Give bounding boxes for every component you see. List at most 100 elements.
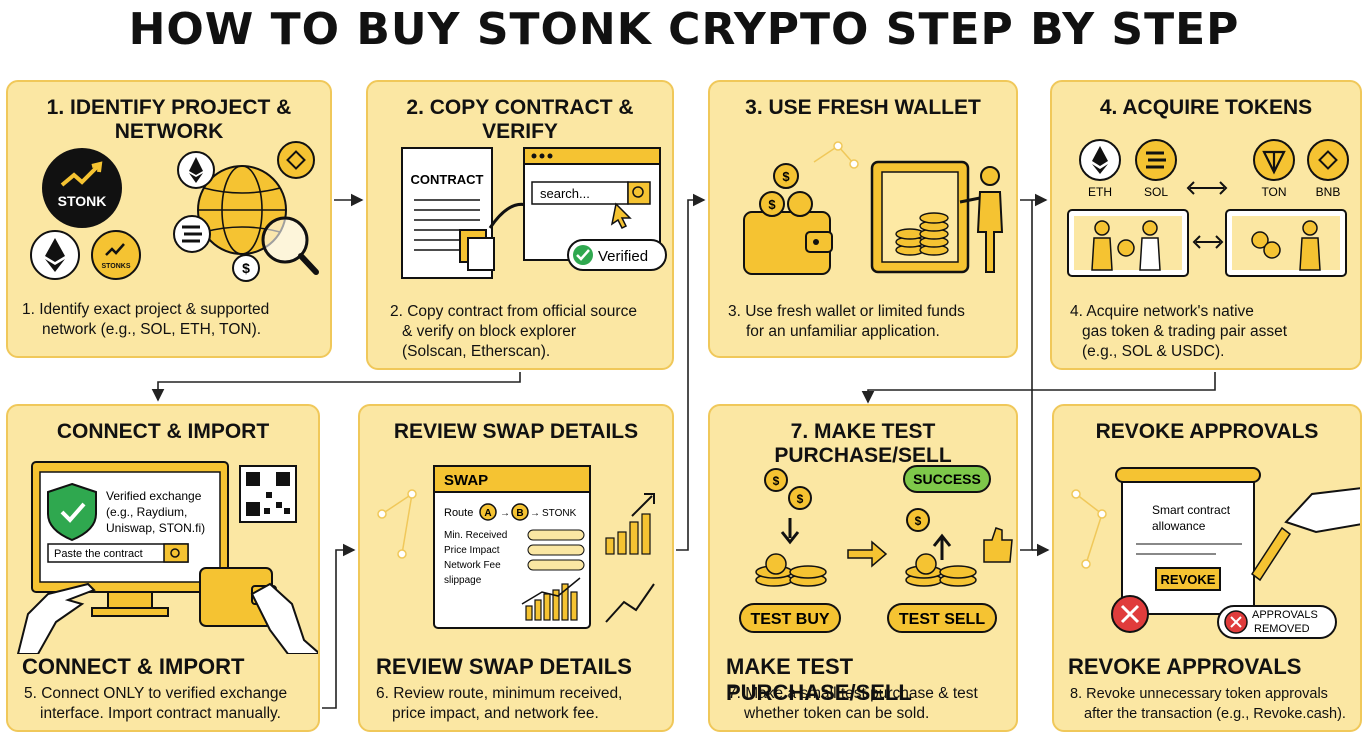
svg-text:APPROVALS: APPROVALS bbox=[1252, 609, 1318, 621]
step-7-card: 7. MAKE TEST PURCHASE/SELL $ $ SUCCESS $ bbox=[708, 404, 1018, 732]
sell-coins-icon: $ bbox=[905, 508, 977, 587]
svg-text:Paste the contract: Paste the contract bbox=[54, 548, 143, 560]
eth-token-icon: ETH bbox=[1079, 139, 1121, 199]
step-8-illustration: Smart contract allowance REVOKE APPROVAL… bbox=[1071, 467, 1360, 639]
right-arrow-icon bbox=[847, 540, 888, 568]
step-5-card: CONNECT & IMPORT Verified exchange (e.g.… bbox=[6, 404, 320, 732]
safe-icon bbox=[870, 160, 970, 274]
test-buy-button: TEST BUY bbox=[739, 603, 841, 633]
allowance-scroll-icon: Smart contract allowance bbox=[1115, 467, 1261, 615]
svg-text:BNB: BNB bbox=[1316, 185, 1341, 199]
sol-token-icon: SOL bbox=[1135, 139, 1177, 199]
svg-text:slippage: slippage bbox=[444, 575, 482, 586]
step-1-heading: 1. IDENTIFY PROJECT & NETWORK bbox=[46, 96, 292, 143]
step-4-illustration: ETH SOL TON BNB bbox=[1067, 139, 1349, 277]
bnb-icon bbox=[277, 141, 315, 179]
copy-icon bbox=[459, 229, 495, 271]
svg-text:Verified: Verified bbox=[598, 248, 648, 265]
step-3-heading: 3. USE FRESH WALLET bbox=[745, 96, 981, 119]
exchange-screen-left bbox=[1067, 209, 1189, 277]
arrow-2-5 bbox=[151, 372, 521, 402]
step-4-heading: 4. ACQUIRE TOKENS bbox=[1099, 96, 1313, 119]
svg-text:Uniswap, STON.fi): Uniswap, STON.fi) bbox=[106, 521, 205, 535]
network-decoration bbox=[1071, 489, 1107, 569]
svg-text:Verified exchange: Verified exchange bbox=[106, 489, 202, 503]
block-explorer-window: search... bbox=[523, 147, 661, 261]
svg-text:STONK: STONK bbox=[58, 193, 107, 209]
arrow-4-7 bbox=[861, 372, 1216, 404]
network-decoration bbox=[377, 489, 417, 559]
step-3-illustration: $ $ bbox=[743, 141, 1004, 275]
svg-text:A: A bbox=[484, 508, 491, 519]
mini-bar-chart-icon bbox=[525, 583, 578, 621]
step-3-description: 3. Use fresh wallet or limited funds for… bbox=[728, 303, 965, 340]
arrow-6-3 bbox=[676, 193, 706, 551]
network-decoration bbox=[813, 141, 859, 169]
step-5-heading: CONNECT & IMPORT bbox=[56, 420, 270, 443]
qr-code-icon bbox=[239, 465, 297, 523]
step-7-heading: 7. MAKE TEST PURCHASE/SELL bbox=[774, 420, 952, 467]
pen-hand-icon bbox=[1250, 487, 1360, 582]
success-bubble: SUCCESS bbox=[903, 465, 991, 493]
step-6-footer: REVIEW SWAP DETAILS bbox=[376, 654, 632, 679]
svg-text:SWAP: SWAP bbox=[444, 472, 488, 489]
step-1-card: 1. IDENTIFY PROJECT & NETWORK STONK STON… bbox=[6, 80, 332, 358]
step-5-description: 5. Connect ONLY to verified exchange int… bbox=[24, 685, 288, 722]
svg-text:TON: TON bbox=[1261, 185, 1286, 199]
svg-text:REVOKE: REVOKE bbox=[1161, 572, 1216, 587]
svg-text:$: $ bbox=[242, 260, 250, 276]
hand-icon-right bbox=[250, 582, 318, 654]
step-6-illustration: SWAP Route A → B → STONK Min. Received P… bbox=[377, 465, 658, 629]
trade-arrows-icon bbox=[1192, 235, 1224, 249]
page-title: HOW TO BUY STONK CRYPTO STEP BY STEP bbox=[128, 4, 1240, 55]
dollar-coin-icon: $ bbox=[232, 254, 260, 282]
verified-badge: Verified bbox=[567, 239, 667, 271]
svg-text:B: B bbox=[516, 508, 523, 519]
step-6-description: 6. Review route, minimum received, price… bbox=[376, 685, 623, 722]
cursor-icon bbox=[610, 202, 632, 230]
stonk-logo-icon: STONK bbox=[42, 148, 122, 228]
search-icon bbox=[163, 543, 189, 563]
svg-text:Smart contract: Smart contract bbox=[1152, 503, 1231, 517]
svg-text:$: $ bbox=[915, 514, 922, 528]
svg-text:TEST BUY: TEST BUY bbox=[750, 611, 829, 628]
step-7-footer: MAKE TEST PURCHASE/SELL bbox=[726, 654, 912, 705]
ethereum-small-icon bbox=[177, 151, 215, 189]
step-7-description: 7. Make a small test purchase & test whe… bbox=[728, 685, 978, 722]
step-2-illustration: CONTRACT search... Verified bbox=[401, 147, 667, 279]
swap-arrows-icon bbox=[1186, 181, 1228, 195]
person-icon bbox=[959, 166, 1004, 273]
svg-text:$: $ bbox=[773, 474, 780, 488]
step-8-footer: REVOKE APPROVALS bbox=[1068, 654, 1302, 679]
svg-text:→: → bbox=[500, 508, 510, 519]
wallet-icon: $ $ bbox=[743, 163, 833, 275]
svg-text:$: $ bbox=[782, 169, 790, 184]
buy-coins-icon: $ $ bbox=[755, 468, 827, 587]
step-4-card: 4. ACQUIRE TOKENS ETH SOL TON BNB bbox=[1050, 80, 1362, 370]
svg-text:$: $ bbox=[768, 197, 776, 212]
svg-text:REMOVED: REMOVED bbox=[1254, 623, 1310, 635]
exchange-screen-right bbox=[1225, 209, 1347, 277]
svg-text:allowance: allowance bbox=[1152, 519, 1206, 533]
svg-text:Min. Received: Min. Received bbox=[444, 530, 507, 541]
svg-text:Network Fee: Network Fee bbox=[444, 560, 501, 571]
magnifier-icon bbox=[261, 216, 319, 275]
svg-text:STONK: STONK bbox=[542, 508, 577, 519]
svg-text:ETH: ETH bbox=[1088, 185, 1112, 199]
shield-icon bbox=[47, 482, 97, 542]
svg-text:Price Impact: Price Impact bbox=[444, 545, 500, 556]
stonks-badge-icon: STONKS bbox=[91, 230, 141, 280]
svg-text:CONTRACT: CONTRACT bbox=[411, 172, 484, 187]
svg-text:Route: Route bbox=[444, 507, 473, 519]
step-4-description: 4. Acquire network's native gas token & … bbox=[1070, 303, 1288, 360]
step-8-card: REVOKE APPROVALS Smart contract allowanc… bbox=[1052, 404, 1362, 732]
growth-chart-icon bbox=[602, 493, 658, 624]
paste-contract-input: Paste the contract bbox=[47, 543, 189, 563]
svg-text:$: $ bbox=[797, 492, 804, 506]
thumbs-up-icon bbox=[983, 527, 1013, 563]
swap-panel: SWAP Route A → B → STONK Min. Received P… bbox=[433, 465, 591, 629]
revoke-button: REVOKE bbox=[1155, 567, 1221, 591]
step-1-description: 1. Identify exact project & supported ne… bbox=[22, 301, 270, 338]
arrow-5-6 bbox=[322, 543, 356, 709]
